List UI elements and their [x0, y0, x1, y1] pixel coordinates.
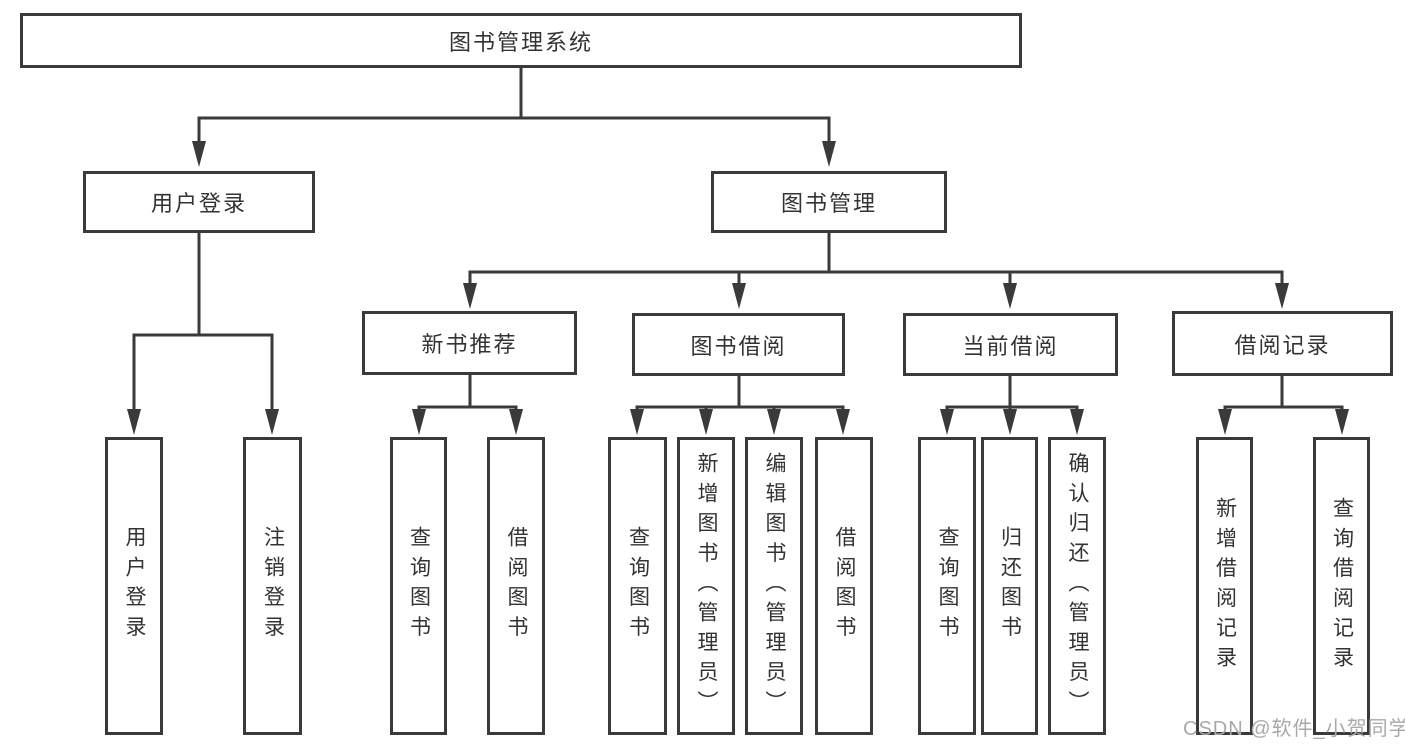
csdn-watermark: CSDN @软件_小贺同学: [1183, 718, 1405, 740]
leaf-query-book-under-borrow: 查询图书: [608, 437, 667, 735]
leaf-query-book-under-borrow-label: 查询图书: [626, 526, 650, 646]
node-book-borrow: 图书借阅: [632, 313, 845, 376]
node-root-library-management-system: 图书管理系统: [20, 13, 1022, 68]
leaf-logout-label: 注销登录: [261, 526, 285, 646]
arrowheads: [127, 141, 1349, 435]
node-user-login-label: 用户登录: [150, 191, 247, 216]
node-user-login: 用户登录: [83, 171, 315, 233]
leaf-borrow-book-under-recommend: 借阅图书: [487, 437, 545, 735]
leaf-user-login-label: 用户登录: [123, 526, 146, 646]
leaf-return-book-label: 归还图书: [998, 526, 1022, 646]
leaf-query-book-under-recommend: 查询图书: [390, 437, 447, 735]
leaf-edit-book-admin-label: 编辑图书（管理员）: [763, 451, 786, 721]
leaf-borrow-book-under-book-borrow: 借阅图书: [815, 437, 873, 735]
leaf-add-borrow-record: 新增借阅记录: [1196, 437, 1253, 735]
node-current-borrow-label: 当前借阅: [962, 333, 1059, 359]
node-new-book-recommend-label: 新书推荐: [421, 332, 518, 357]
node-new-book-recommend: 新书推荐: [362, 311, 577, 375]
leaf-logout: 注销登录: [243, 437, 302, 735]
leaf-confirm-return-admin: 确认归还（管理员）: [1048, 437, 1106, 735]
leaf-add-book-admin-label: 新增图书（管理员）: [695, 451, 718, 721]
leaf-edit-book-admin: 编辑图书（管理员）: [745, 437, 803, 735]
leaf-borrow-book-under-recommend-label: 借阅图书: [505, 526, 528, 646]
leaf-query-borrow-record: 查询借阅记录: [1313, 437, 1370, 735]
node-borrow-records-label: 借阅记录: [1234, 332, 1331, 358]
leaf-query-book-under-current: 查询图书: [918, 437, 976, 735]
leaf-user-login: 用户登录: [105, 437, 163, 735]
leaf-query-borrow-record-label: 查询借阅记录: [1330, 496, 1354, 676]
leaf-add-book-admin: 新增图书（管理员）: [677, 437, 735, 735]
node-book-borrow-label: 图书借阅: [690, 333, 787, 359]
leaf-query-book-under-current-label: 查询图书: [936, 526, 959, 646]
leaf-add-borrow-record-label: 新增借阅记录: [1213, 496, 1237, 676]
node-book-management: 图书管理: [711, 171, 947, 233]
node-borrow-records: 借阅记录: [1172, 311, 1393, 376]
node-book-management-label: 图书管理: [780, 191, 877, 216]
node-root-label: 图书管理系统: [448, 29, 593, 55]
leaf-return-book: 归还图书: [981, 437, 1038, 735]
leaf-query-book-under-recommend-label: 查询图书: [407, 526, 431, 646]
node-current-borrow: 当前借阅: [903, 313, 1118, 376]
leaf-borrow-book-under-book-borrow-label: 借阅图书: [833, 526, 856, 646]
leaf-confirm-return-admin-label: 确认归还（管理员）: [1066, 451, 1089, 721]
